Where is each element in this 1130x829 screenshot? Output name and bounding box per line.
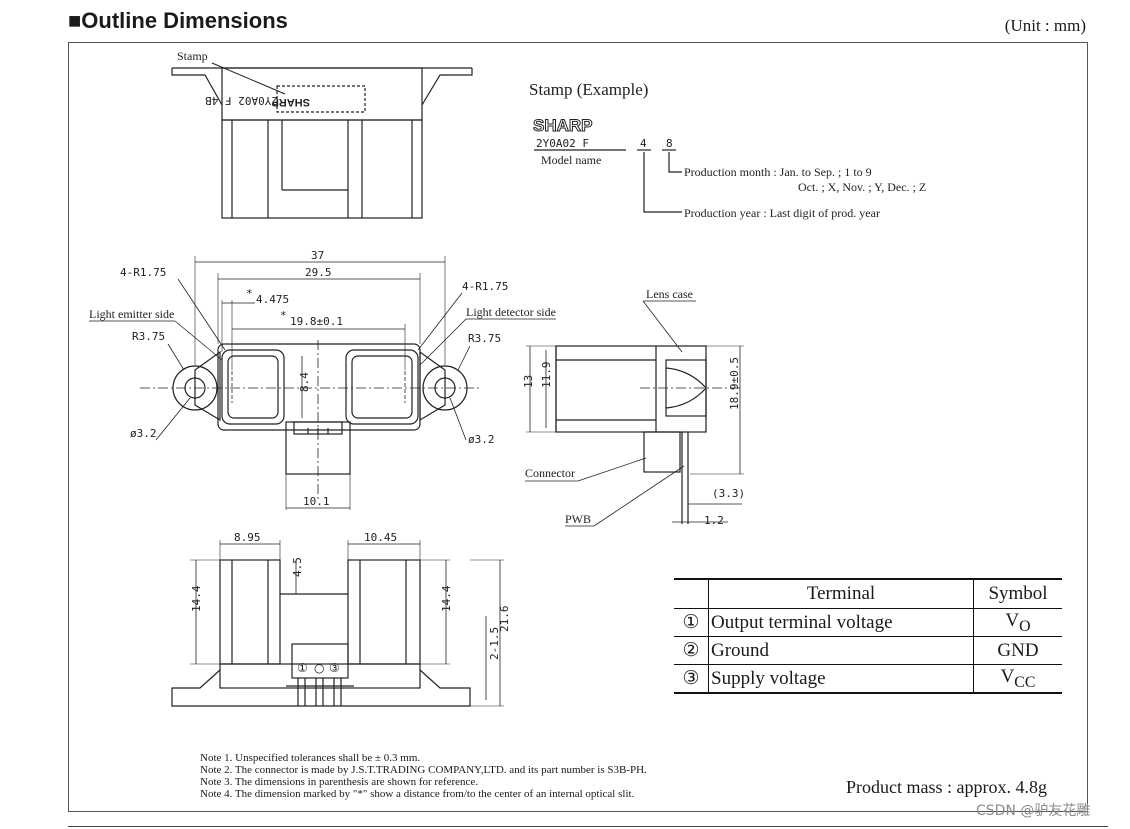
r-left: 4-R1.75 xyxy=(120,266,166,279)
header-symbol: Symbol xyxy=(973,578,1062,609)
page-title: Outline Dimensions xyxy=(81,8,288,33)
dim-18-9: 18.9±0.5 xyxy=(728,357,741,410)
header-terminal: Terminal xyxy=(708,578,974,609)
emitter-label: Light emitter side xyxy=(89,307,174,321)
dim-37: 37 xyxy=(311,249,324,262)
row-num: ③ xyxy=(674,664,709,694)
dim-8-95: 8.95 xyxy=(234,531,261,544)
model-name-label: Model name xyxy=(541,153,601,167)
row-terminal: Output terminal voltage xyxy=(708,608,974,637)
row-num: ② xyxy=(674,636,709,665)
dim-2-1-5: 2-1.5 xyxy=(488,627,501,660)
note-3: Note 3. The dimensions in parenthesis ar… xyxy=(200,776,479,788)
pwb-label: PWB xyxy=(565,512,591,526)
production-month-1: Production month : Jan. to Sep. ; 1 to 9 xyxy=(684,165,872,179)
table-row: ① Output terminal voltage VO xyxy=(674,608,1062,637)
front-view xyxy=(140,340,480,500)
dim-10-45: 10.45 xyxy=(364,531,397,544)
table-row: ② Ground GND xyxy=(674,636,1062,665)
bottom-view xyxy=(171,559,471,707)
connector-label: Connector xyxy=(525,466,575,480)
row-symbol: GND xyxy=(973,636,1062,665)
lens-case-label: Lens case xyxy=(646,287,693,301)
dim-11-9: 11.9 xyxy=(540,362,553,389)
terminal-table: Terminal Symbol ① Output terminal voltag… xyxy=(674,578,1062,694)
stamp-view xyxy=(171,62,473,219)
month-digit: 4 xyxy=(640,137,647,150)
drawing-frame xyxy=(68,42,1088,812)
header-num xyxy=(674,578,709,609)
r375-right: R3.75 xyxy=(468,332,501,345)
watermark: CSDN @驴友花雕 xyxy=(976,803,1091,819)
symbol-main: V xyxy=(1000,665,1015,687)
dim-13: 13 xyxy=(522,375,535,388)
dim-14-4-left: 14.4 xyxy=(190,585,203,612)
detector-label: Light detector side xyxy=(466,305,556,319)
note-2: Note 2. The connector is made by J.S.T.T… xyxy=(200,764,647,776)
pin-2: ○ xyxy=(314,661,324,675)
dim-8-4: 8.4 xyxy=(298,372,311,392)
symbol-main: V xyxy=(1005,609,1020,631)
row-symbol: VCC xyxy=(973,664,1062,694)
stamp-code: 2Y0A02 F xyxy=(536,137,589,150)
stamp-callout: Stamp xyxy=(177,49,208,63)
row-symbol: VO xyxy=(973,608,1062,637)
symbol-sub: O xyxy=(1019,617,1031,635)
r-right: 4-R1.75 xyxy=(462,280,508,293)
dim-4-475: 4.475 xyxy=(256,293,289,306)
dim-10-1: 10.1 xyxy=(303,495,330,508)
row-terminal: Supply voltage xyxy=(708,664,974,694)
symbol-sub: CC xyxy=(1014,673,1036,691)
row-terminal: Ground xyxy=(708,636,974,665)
dim-19-8: 19.8±0.1 xyxy=(290,315,343,328)
stamp-text-2: SHARP xyxy=(271,96,310,108)
table-row: ③ Supply voltage VCC xyxy=(674,664,1062,694)
notes: Note 1. Unspecified tolerances shall be … xyxy=(200,752,647,800)
bottom-rule xyxy=(68,826,1108,827)
stamp-text-1: 2Y0A02 F 4B xyxy=(205,94,278,107)
note-4: Note 4. The dimension marked by "*" show… xyxy=(200,788,635,800)
dim-4-5: 4.5 xyxy=(291,557,304,577)
phi-right: ø3.2 xyxy=(468,433,495,446)
product-mass: Product mass : approx. 4.8g xyxy=(846,777,1047,797)
symbol-main: GND xyxy=(997,639,1039,661)
unit-label: (Unit : mm) xyxy=(1004,16,1086,35)
dim-21-6: 21.6 xyxy=(498,606,511,633)
star-1: * xyxy=(246,287,253,300)
dim-14-4-right: 14.4 xyxy=(440,585,453,612)
production-year: Production year : Last digit of prod. ye… xyxy=(684,206,880,220)
terminal-table-header: Terminal Symbol xyxy=(674,578,1062,609)
sharp-logo: SHARP xyxy=(533,116,593,135)
star-2: * xyxy=(280,309,287,322)
section-title: ■Outline Dimensions xyxy=(68,8,288,33)
pin-1: ① xyxy=(297,661,308,675)
note-1: Note 1. Unspecified tolerances shall be … xyxy=(200,752,421,764)
row-num: ① xyxy=(674,608,709,637)
production-month-2: Oct. ; X, Nov. ; Y, Dec. ; Z xyxy=(798,180,926,194)
dim-3-3: (3.3) xyxy=(712,487,745,500)
phi-left: ø3.2 xyxy=(130,427,157,440)
dim-1-2: 1.2 xyxy=(704,514,724,527)
year-digit: 8 xyxy=(666,137,673,150)
dim-29-5: 29.5 xyxy=(305,266,332,279)
pin-3: ③ xyxy=(329,661,340,675)
side-view xyxy=(555,345,740,524)
r375-left: R3.75 xyxy=(132,330,165,343)
stamp-example-title: Stamp (Example) xyxy=(529,80,648,99)
